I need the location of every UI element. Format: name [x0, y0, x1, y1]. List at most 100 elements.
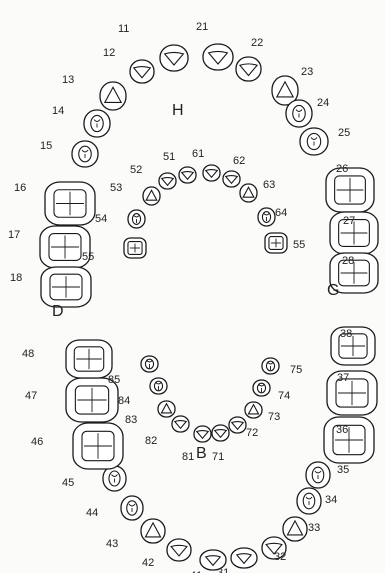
- tooth-34: [297, 488, 321, 514]
- tooth-24: [286, 100, 312, 127]
- tooth-38: [331, 327, 375, 365]
- tooth-label-84: 84: [118, 395, 130, 407]
- tooth-84: [150, 378, 167, 394]
- tooth-75: [262, 358, 279, 374]
- tooth-46: [73, 423, 123, 469]
- tooth-label-18: 18: [10, 272, 22, 284]
- tooth-label-35: 35: [337, 464, 349, 476]
- tooth-26: [326, 168, 374, 212]
- tooth-label-62: 62: [233, 155, 245, 167]
- tooth-outline: [203, 165, 220, 181]
- tooth-74: [253, 380, 270, 396]
- tooth-outline: [229, 417, 246, 433]
- tooth-label-31: 31: [217, 567, 229, 573]
- right-quadrant-letter: G: [327, 282, 339, 299]
- tooth-16: [45, 182, 95, 225]
- tooth-label-47: 47: [25, 390, 37, 402]
- tooth-label-23: 23: [301, 66, 313, 78]
- tooth-label-22: 22: [251, 37, 263, 49]
- tooth-label-28: 28: [342, 255, 354, 267]
- left-quadrant-letter: D: [52, 303, 64, 320]
- tooth-64: [258, 208, 275, 226]
- tooth-label-21: 21: [196, 21, 208, 33]
- tooth-45: [103, 466, 126, 491]
- tooth-outline: [231, 548, 257, 568]
- tooth-label-37: 37: [337, 372, 349, 384]
- tooth-outline: [194, 426, 211, 442]
- tooth-label-45: 45: [62, 477, 74, 489]
- tooth-83: [158, 401, 175, 417]
- tooth-36: [324, 417, 374, 463]
- tooth-label-34: 34: [325, 494, 337, 506]
- tooth-21: [203, 44, 233, 70]
- tooth-35: [306, 462, 330, 488]
- tooth-51: [179, 167, 196, 183]
- tooth-label-53: 53: [110, 182, 122, 194]
- tooth-label-81: 81: [182, 451, 194, 463]
- teeth-group: [40, 44, 378, 570]
- tooth-outline: [172, 416, 189, 432]
- tooth-label-63: 63: [263, 179, 275, 191]
- tooth-label-52: 52: [130, 164, 142, 176]
- tooth-82: [172, 416, 189, 432]
- tooth-label-55: 55: [82, 251, 94, 263]
- tooth-label-54: 54: [95, 213, 107, 225]
- tooth-label-73: 73: [268, 411, 280, 423]
- tooth-outline: [167, 539, 191, 561]
- tooth-52: [159, 173, 176, 189]
- tooth-label-14: 14: [52, 105, 64, 117]
- tooth-label-64: 64: [275, 207, 287, 219]
- tooth-13: [100, 82, 126, 110]
- tooth-label-44: 44: [86, 507, 98, 519]
- tooth-label-24: 24: [317, 97, 329, 109]
- tooth-label-43: 43: [106, 538, 118, 550]
- tooth-label-75: 75: [290, 364, 302, 376]
- tooth-72: [229, 417, 246, 433]
- tooth-label-85: 85: [108, 374, 120, 386]
- tooth-label-72: 72: [246, 427, 258, 439]
- tooth-37: [327, 371, 377, 415]
- tooth-outline: [223, 171, 240, 187]
- tooth-label-55: 55: [293, 239, 305, 251]
- tooth-73: [245, 402, 262, 418]
- tooth-outline: [159, 173, 176, 189]
- tooth-outline: [203, 44, 233, 70]
- tooth-outline: [130, 60, 154, 83]
- tooth-18: [41, 267, 91, 307]
- tooth-label-83: 83: [125, 414, 137, 426]
- tooth-label-36: 36: [336, 424, 348, 436]
- tooth-label-74: 74: [278, 390, 290, 402]
- upper-arch-letter: H: [172, 102, 184, 119]
- tooth-outline: [212, 425, 229, 441]
- tooth-label-33: 33: [308, 522, 320, 534]
- tooth-62: [223, 171, 240, 187]
- tooth-label-42: 42: [142, 557, 154, 569]
- tooth-81: [194, 426, 211, 442]
- tooth-label-15: 15: [40, 140, 52, 152]
- tooth-15: [72, 141, 98, 167]
- tooth-11: [160, 45, 188, 71]
- tooth-42: [167, 539, 191, 561]
- tooth-14: [84, 110, 110, 137]
- tooth-22: [236, 57, 261, 81]
- tooth-61: [203, 165, 220, 181]
- tooth-25: [300, 128, 328, 155]
- tooth-54: [128, 210, 145, 228]
- tooth-33: [283, 517, 307, 541]
- tooth-55: [124, 238, 146, 258]
- tooth-label-27: 27: [343, 215, 355, 227]
- tooth-label-71: 71: [212, 451, 224, 463]
- tooth-label-48: 48: [22, 348, 34, 360]
- tooth-43: [141, 519, 165, 543]
- tooth-label-17: 17: [8, 229, 20, 241]
- tooth-outline: [179, 167, 196, 183]
- tooth-label-11: 11: [118, 23, 129, 35]
- tooth-label-61: 61: [192, 148, 204, 160]
- tooth-label-46: 46: [31, 436, 43, 448]
- tooth-55: [265, 233, 287, 253]
- tooth-label-82: 82: [145, 435, 157, 447]
- tooth-label-32: 32: [274, 551, 286, 563]
- tooth-outline: [236, 57, 261, 81]
